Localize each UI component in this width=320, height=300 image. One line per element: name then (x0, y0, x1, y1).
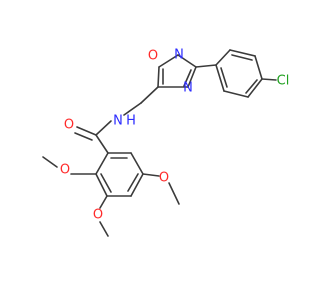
para-methoxy-oxygen-label: O (93, 208, 103, 223)
bond-c3-n4-inner (183, 69, 192, 87)
bond-c3-aryl (195, 64, 217, 68)
amide-hydrogen-label: H (126, 114, 136, 129)
bond-aryl-3 (254, 55, 263, 80)
bond-meta-o-me (168, 182, 180, 205)
bond-ring-2-inner (100, 173, 112, 193)
bond-aryl-4 (247, 78, 263, 98)
bond-ring-4-inner (127, 173, 139, 192)
bond-ortho-o-me (42, 156, 58, 168)
bond-aryl-4-inner (245, 79, 258, 94)
carbonyl-oxygen-label: O (64, 118, 74, 133)
bond-c3-n4 (187, 66, 197, 88)
atom-labels: O N N Cl N H O O O O (60, 48, 289, 223)
bond-aryl-6 (215, 64, 225, 92)
bond-ring-4 (130, 173, 144, 197)
bonds (42, 49, 277, 237)
bond-n-carbonyl (95, 120, 112, 136)
bond-ch2-n (123, 102, 142, 116)
amide-nitrogen-label: N (113, 114, 123, 129)
oxadiazole-nitrogen-bottom-label: N (183, 81, 193, 96)
bond-ring-meta-o (142, 173, 160, 177)
bond-aryl-6-inner (220, 67, 228, 88)
bond-o-n-ring (158, 54, 179, 68)
chlorine-label: Cl (277, 74, 290, 89)
bond-ring-5 (130, 152, 144, 175)
molecule-drawing: O N N Cl N H O O O O (42, 48, 289, 237)
bond-aryl-2 (229, 49, 256, 57)
bond-c5-o (157, 66, 160, 88)
ortho-methoxy-oxygen-label: O (60, 163, 70, 178)
chemical-structure-diagram: O N N Cl N H O O O O (42, 48, 289, 237)
bond-n-c3 (177, 54, 197, 68)
oxadiazole-oxygen-label: O (148, 49, 158, 64)
bond-carbonyl-o (76, 126, 97, 136)
meta-methoxy-oxygen-label: O (159, 171, 169, 186)
bond-para-o-me (99, 221, 109, 237)
bond-ring-2 (95, 173, 108, 197)
bond-c5-ch2 (140, 86, 159, 104)
bond-aryl-5 (223, 90, 249, 98)
bond-carbonyl-ring (95, 134, 109, 154)
bond-ring-para-o (99, 195, 108, 209)
oxadiazole-nitrogen-top-label: N (174, 48, 184, 63)
bond-aryl-2-inner (231, 54, 253, 61)
bond-carbonyl-o-inner (74, 132, 93, 141)
bond-aryl-cl (261, 78, 277, 81)
bond-ring-1 (95, 152, 109, 175)
bond-aryl-1 (215, 49, 231, 66)
